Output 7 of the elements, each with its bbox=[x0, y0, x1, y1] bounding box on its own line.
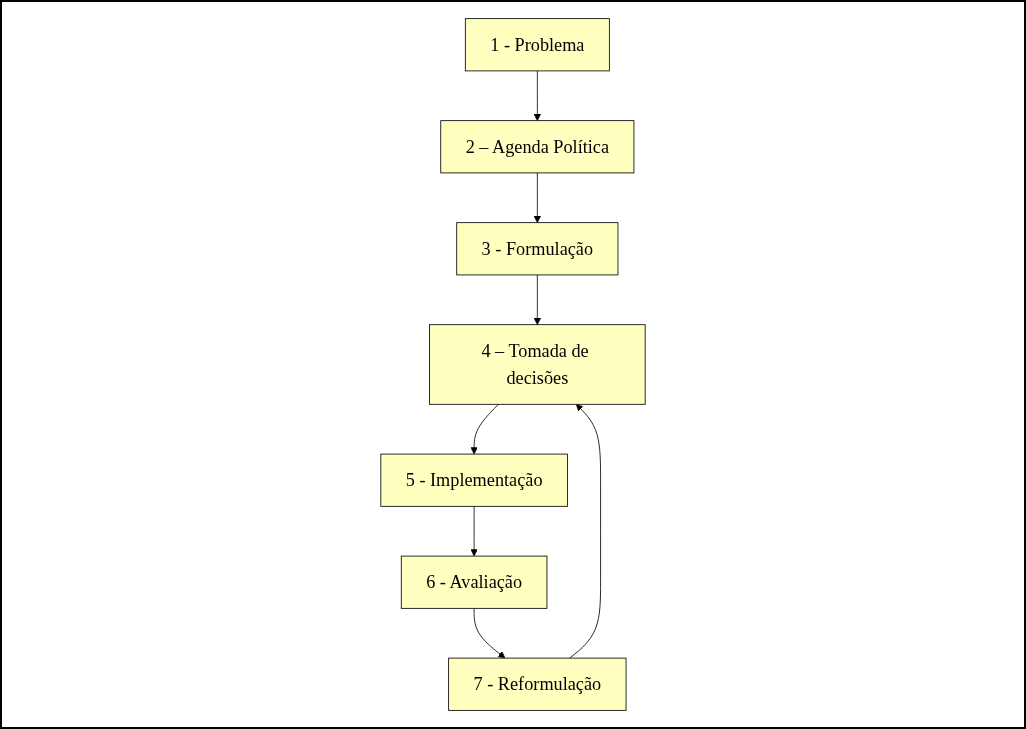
node-box: 1 - Problema bbox=[464, 18, 610, 72]
node-box: 6 - Avaliação bbox=[400, 555, 548, 609]
node-box: 3 - Formulação bbox=[456, 222, 619, 276]
node-box: 4 – Tomada de decisões bbox=[429, 324, 646, 405]
node-box: 2 – Agenda Política bbox=[440, 120, 635, 174]
node-box: 7 - Reformulação bbox=[448, 657, 627, 711]
node-box: 5 - Implementação bbox=[380, 453, 568, 507]
